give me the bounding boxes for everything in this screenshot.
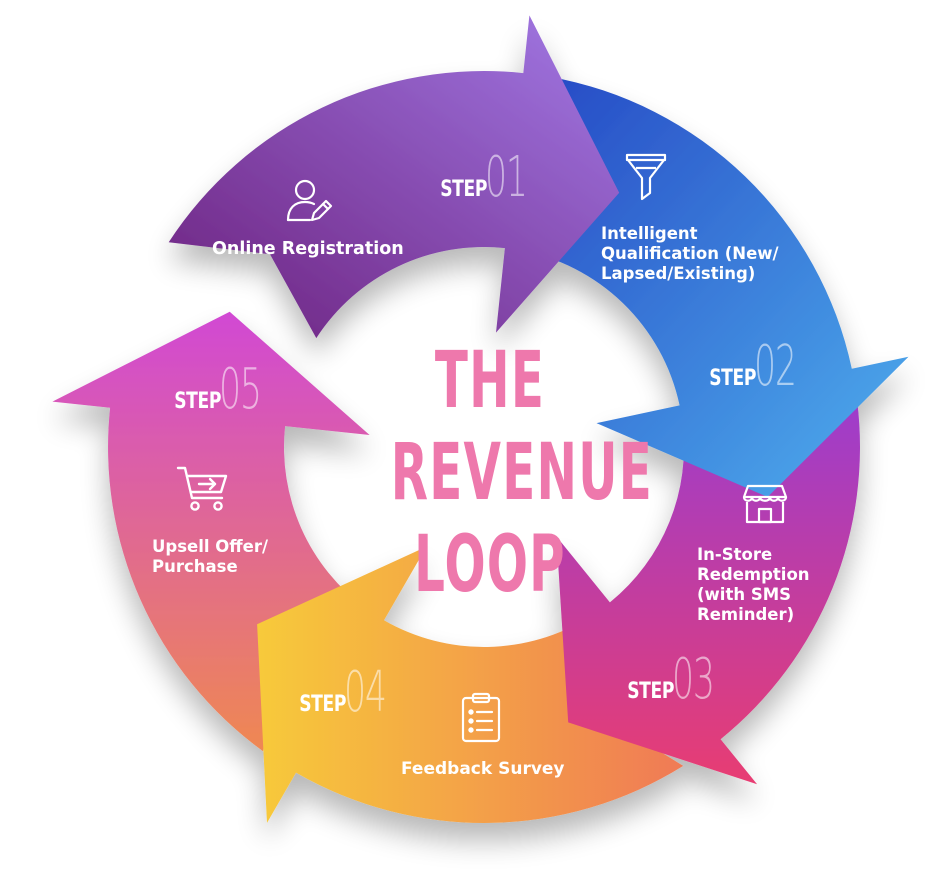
step-02-segment: [518, 76, 909, 497]
step-word: STEP: [627, 679, 675, 704]
step-word: STEP: [174, 389, 222, 414]
step-number: 03: [672, 647, 715, 712]
title-line-1: THE: [434, 336, 546, 426]
step-number: 05: [219, 357, 262, 422]
step-03-label: STEP 03: [614, 652, 739, 708]
step-03-text: In-Store Redemption (with SMS Reminder): [697, 545, 810, 624]
step-04-segment: [257, 546, 684, 823]
step-01-text: Online Registration: [212, 239, 404, 259]
step-01-segment: [168, 15, 620, 339]
title-line-3: LOOP: [414, 520, 566, 610]
step-word: STEP: [709, 366, 757, 391]
step-05-text: Upsell Offer/ Purchase: [152, 537, 269, 576]
step-word: STEP: [440, 177, 488, 202]
step-04-text: Feedback Survey: [401, 759, 565, 779]
funnel-icon: [624, 152, 668, 206]
step-02-label: STEP 02: [696, 339, 821, 395]
step-number: 01: [485, 145, 528, 210]
step-word: STEP: [299, 692, 347, 717]
shopping-cart-icon: [176, 464, 230, 518]
step-number: 04: [344, 660, 387, 725]
user-edit-icon: [284, 176, 334, 228]
diagram-title: THE REVENUE LOOP: [330, 335, 653, 611]
clipboard-list-icon: [459, 692, 503, 748]
step-04-label: STEP 04: [286, 665, 411, 721]
storefront-icon: [742, 483, 788, 529]
step-number: 02: [754, 334, 797, 399]
step-05-label: STEP 05: [161, 362, 286, 418]
step-02-text: Intelligent Qualification (New/ Lapsed/E…: [601, 224, 779, 283]
step-01-label: STEP 01: [427, 150, 552, 206]
title-line-2: REVENUE: [390, 428, 653, 518]
